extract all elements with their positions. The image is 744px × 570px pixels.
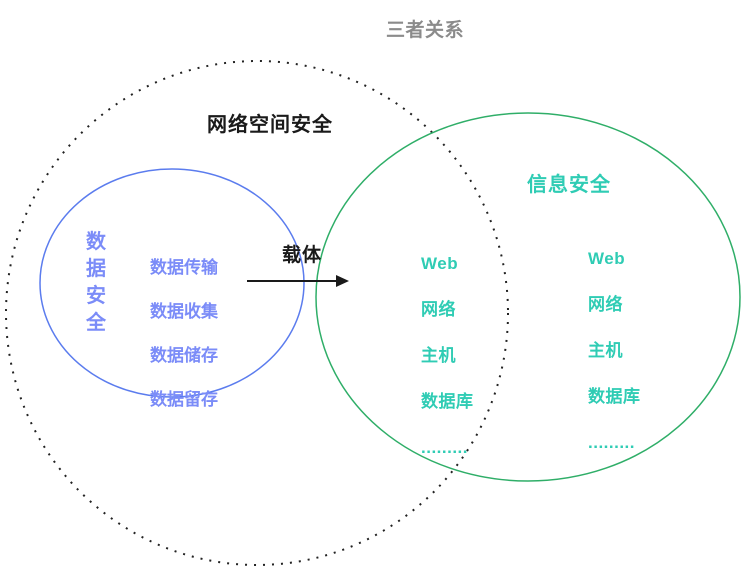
info-security-overlap-items: Web 网络 主机 数据库 ......... <box>421 229 474 482</box>
data-security-circle <box>39 168 305 398</box>
data-security-items: 数据传输 数据收集 数据储存 数据留存 <box>150 235 218 433</box>
info-security-outer-items: Web 网络 主机 数据库 ......... <box>588 224 641 477</box>
info-security-item: 网络 <box>421 300 456 319</box>
data-security-item: 数据储存 <box>150 346 218 365</box>
info-security-item: 网络 <box>588 295 623 314</box>
info-security-item-dots: ......... <box>588 433 636 452</box>
cyberspace-security-label: 网络空间安全 <box>207 114 333 136</box>
carrier-label: 载体 <box>282 245 323 266</box>
info-security-circle <box>315 112 741 482</box>
cyberspace-security-circle <box>5 60 509 566</box>
data-security-item: 数据收集 <box>150 302 218 321</box>
data-security-label: 数据安全 <box>86 231 106 334</box>
info-security-item: 主机 <box>421 346 456 365</box>
diagram-title: 三者关系 <box>386 20 465 41</box>
info-security-label: 信息安全 <box>527 174 611 196</box>
carrier-arrow-head <box>336 275 349 287</box>
info-security-item-dots: ......... <box>421 438 469 457</box>
info-security-item: 数据库 <box>421 392 474 411</box>
data-security-item: 数据传输 <box>150 258 218 277</box>
data-security-item: 数据留存 <box>150 390 218 409</box>
info-security-item: Web <box>421 254 459 273</box>
info-security-item: Web <box>588 249 626 268</box>
info-security-item: 主机 <box>588 341 623 360</box>
info-security-item: 数据库 <box>588 387 641 406</box>
